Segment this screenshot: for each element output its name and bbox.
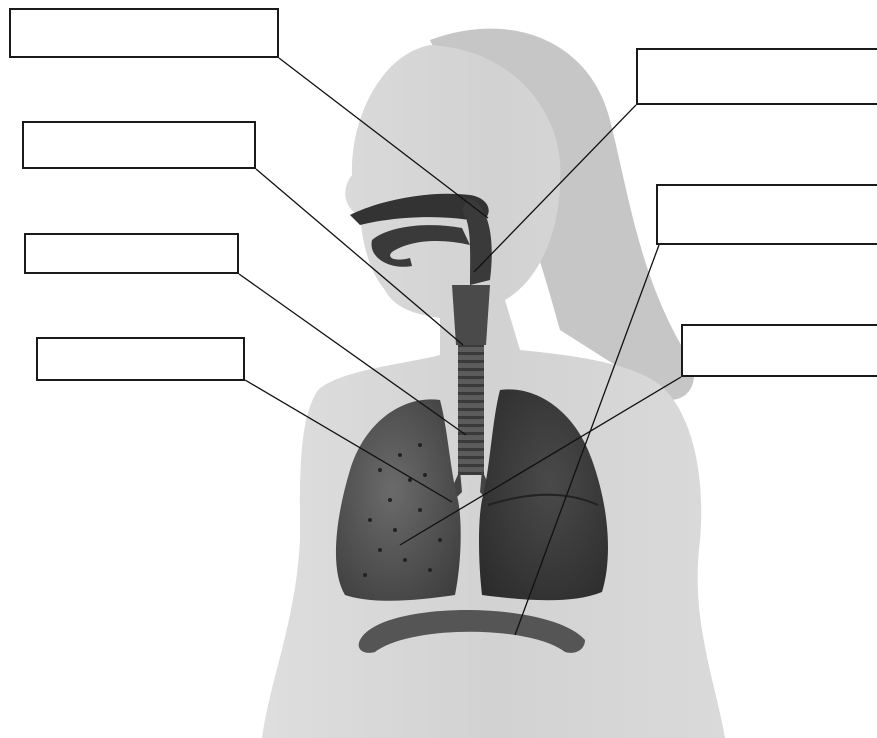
label-box-3[interactable] [24, 233, 239, 274]
label-box-6[interactable] [656, 184, 877, 245]
label-box-2[interactable] [22, 121, 256, 169]
larynx [452, 285, 490, 345]
label-box-7[interactable] [681, 324, 877, 377]
label-box-4[interactable] [36, 337, 245, 381]
label-box-5[interactable] [636, 48, 877, 105]
label-box-1[interactable] [9, 8, 279, 58]
trachea [458, 345, 484, 475]
